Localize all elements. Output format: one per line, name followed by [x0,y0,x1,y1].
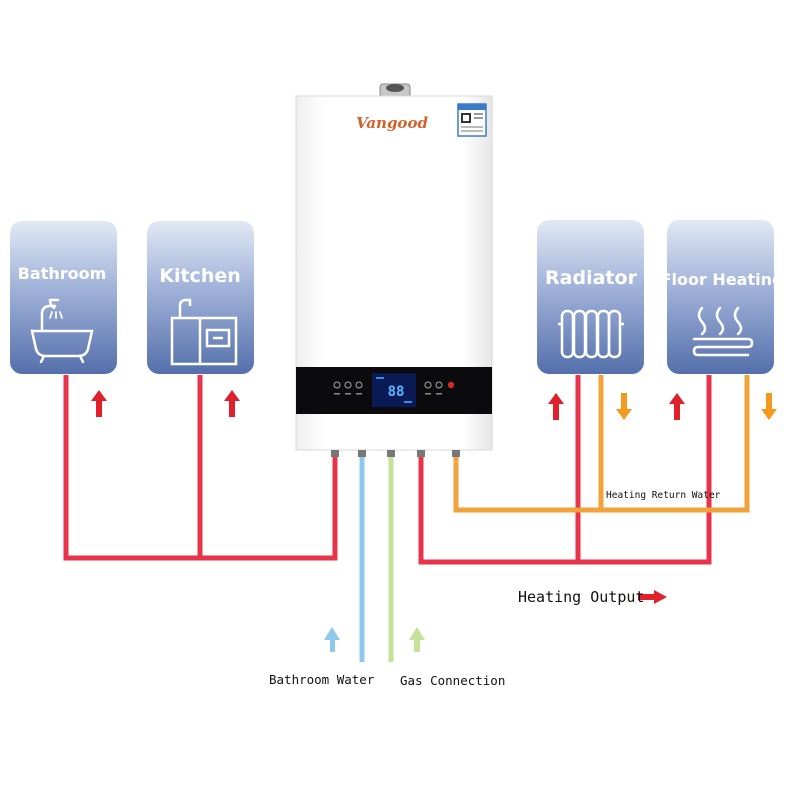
pipe-fittings [331,450,460,457]
panel-button[interactable] [424,381,432,389]
up-arrow-green [409,627,425,652]
panel-button[interactable] [344,381,352,389]
right-control-buttons [424,381,455,395]
return-water-pipes [453,375,750,513]
brand-logo: Vangood [356,114,428,132]
energy-label-sticker [457,103,487,137]
flue-opening [386,84,404,92]
bathroom-title: Bathroom [18,264,107,283]
hot-water-pipes [63,375,712,565]
bathtub-icon [30,298,94,364]
left-control-buttons [333,381,363,395]
kitchen-title: Kitchen [159,265,241,287]
lcd-display: 88 [372,373,416,407]
power-button[interactable] [447,381,455,389]
up-arrow-red [91,390,107,417]
floor-heating-icon [692,306,754,357]
display-reading: 88 [388,384,405,400]
down-arrow-orange [616,393,632,420]
panel-button[interactable] [435,381,443,389]
heating-output-label: Heating Output [518,588,644,606]
flow-arrows [91,390,777,652]
floor-heating-title: Floor Heating [661,270,784,289]
bathroom-card: Bathroom [10,221,117,374]
radiator-card: Radiator [537,220,644,374]
down-arrow-orange [761,393,777,420]
right-arrow-red [638,590,667,604]
kitchen-sink-icon [170,298,238,366]
bathroom-water-label: Bathroom Water [269,672,375,687]
up-arrow-red [548,393,564,420]
boiler-unit: Vangood 88 [295,83,493,457]
gas-connection-label: Gas Connection [400,673,505,688]
up-arrow-red [224,390,240,417]
floor-heating-card: Floor Heating [661,220,784,374]
panel-button[interactable] [333,381,341,389]
radiator-title: Radiator [545,267,638,289]
radiator-icon [558,309,624,359]
up-arrow-red [669,393,685,420]
kitchen-card: Kitchen [147,221,254,374]
heating-output-pipe [418,375,712,565]
heating-return-water-label: Heating Return Water [606,490,721,501]
panel-button[interactable] [355,381,363,389]
up-arrow-blue [324,627,340,652]
